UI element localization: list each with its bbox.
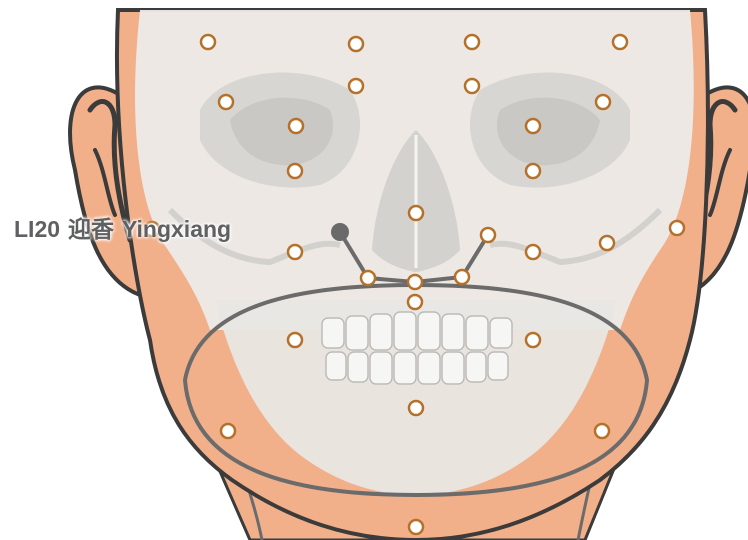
acupoint-marker-icon[interactable]	[596, 95, 610, 109]
acupoint-marker-icon[interactable]	[288, 333, 302, 347]
acupoint-marker-icon[interactable]	[409, 520, 423, 534]
acupoint-marker-icon[interactable]	[481, 228, 495, 242]
acupoint-marker-icon[interactable]	[526, 164, 540, 178]
acupoint-marker-icon[interactable]	[455, 270, 469, 284]
acupoint-marker-icon[interactable]	[221, 424, 235, 438]
acupoint-label: LI20 迎香 Yingxiang	[14, 210, 231, 244]
acupoint-marker-icon[interactable]	[409, 401, 423, 415]
acupoint-marker-icon[interactable]	[465, 79, 479, 93]
acupoint-marker-icon[interactable]	[288, 164, 302, 178]
acupoint-pinyin-name: Yingxiang	[122, 216, 231, 242]
acupoint-code: LI20	[14, 216, 60, 242]
acupoint-marker-icon[interactable]	[219, 95, 233, 109]
acupoint-marker-icon[interactable]	[361, 271, 375, 285]
acupoint-marker-icon[interactable]	[409, 206, 423, 220]
acupoint-marker-icon[interactable]	[201, 35, 215, 49]
acupoint-marker-icon[interactable]	[349, 37, 363, 51]
acupoint-marker-icon[interactable]	[526, 119, 540, 133]
acupoint-marker-icon[interactable]	[349, 79, 363, 93]
acupoint-marker-icon[interactable]	[613, 35, 627, 49]
acupoint-marker-icon[interactable]	[595, 424, 609, 438]
acupoint-marker-icon[interactable]	[465, 35, 479, 49]
acupoint-marker-icon[interactable]	[408, 275, 422, 289]
acupoint-marker-icon[interactable]	[526, 245, 540, 259]
acupoint-marker-icon[interactable]	[526, 333, 540, 347]
acupoint-chinese-name: 迎香	[68, 216, 114, 242]
acupoint-marker-icon[interactable]	[600, 236, 614, 250]
highlighted-point-icon[interactable]	[331, 223, 349, 241]
acupoint-marker-icon[interactable]	[289, 119, 303, 133]
acupoint-marker-icon[interactable]	[670, 221, 684, 235]
acupoint-marker-icon[interactable]	[408, 295, 422, 309]
acupoint-marker-icon[interactable]	[288, 245, 302, 259]
